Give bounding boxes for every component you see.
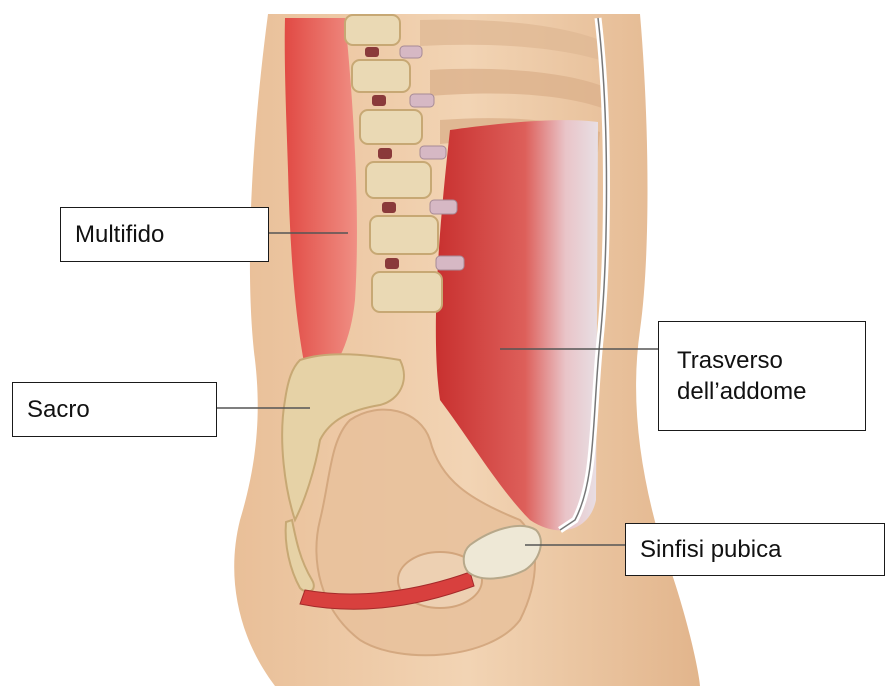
label-sinfisi-text: Sinfisi pubica <box>640 534 781 565</box>
label-multifido-text: Multifido <box>75 219 164 250</box>
label-sacro-text: Sacro <box>27 394 90 425</box>
label-sinfisi: Sinfisi pubica <box>625 523 885 576</box>
label-trasverso: Trasverso dell’addome <box>658 321 866 431</box>
label-sacro: Sacro <box>12 382 217 437</box>
label-multifido: Multifido <box>60 207 269 262</box>
label-trasverso-text: Trasverso dell’addome <box>677 345 806 407</box>
